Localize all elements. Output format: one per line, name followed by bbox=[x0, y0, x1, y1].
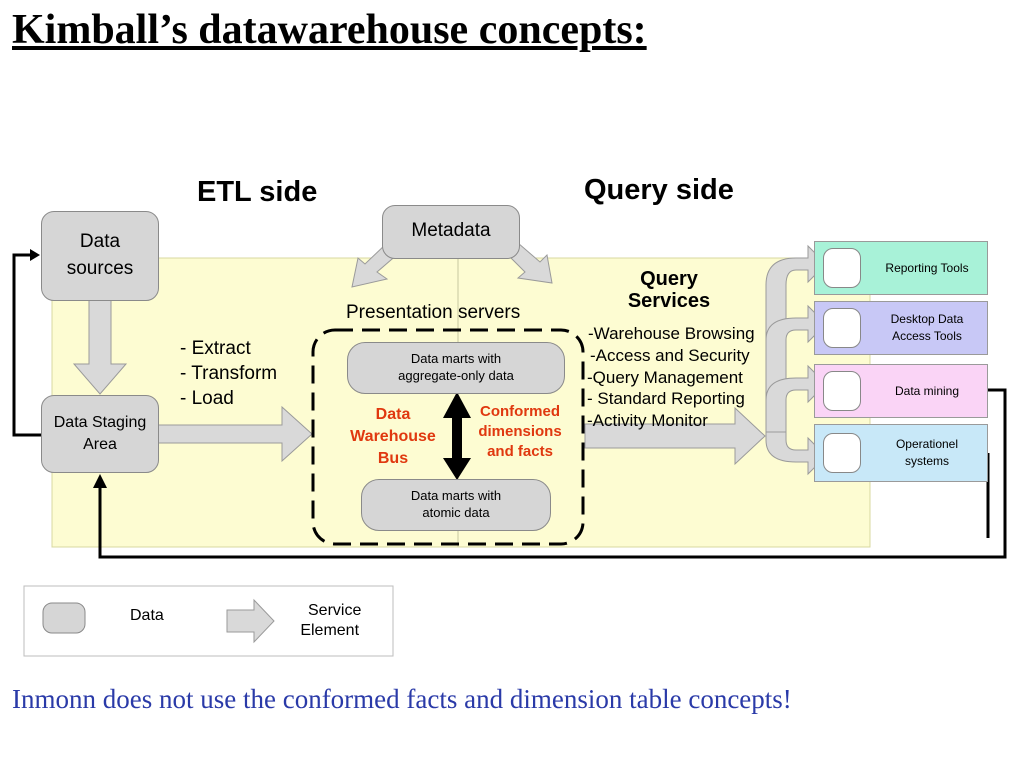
query-services-title: Query Services bbox=[606, 268, 732, 312]
tool-label-line: Operationel bbox=[895, 437, 959, 452]
tool-label-line: Data mining bbox=[894, 383, 960, 398]
tool-reporting-tools: Reporting Tools bbox=[814, 241, 988, 295]
legend-data-swatch bbox=[42, 602, 86, 634]
tool-label-line: Access Tools bbox=[892, 329, 962, 343]
tool-label: Data mining bbox=[871, 365, 983, 417]
presentation-dashed-box bbox=[311, 328, 585, 546]
tool-icon bbox=[823, 371, 861, 411]
query-services-title-line2: Services bbox=[627, 290, 711, 312]
query-service-item: - Standard Reporting bbox=[587, 389, 745, 409]
data-sources-label-line1: Data bbox=[79, 231, 121, 253]
marts-atomic-line1: Data marts with bbox=[410, 488, 502, 504]
tool-label: Operationel systems bbox=[871, 425, 983, 481]
tool-label: Reporting Tools bbox=[871, 242, 983, 294]
legend-data-label: Data bbox=[130, 607, 164, 624]
tool-desktop-data-access: Desktop Data Access Tools bbox=[814, 301, 988, 355]
query-service-item: -Query Management bbox=[587, 367, 743, 387]
page-title: Kimball’s datawarehouse concepts: bbox=[12, 7, 647, 53]
etl-step-load: - Load bbox=[180, 388, 234, 409]
legend-service-label: Service Element bbox=[298, 601, 361, 641]
conformed-label-line1: Conformed bbox=[480, 403, 560, 420]
footer-note: Inmonn does not use the conformed facts … bbox=[12, 684, 792, 714]
query-service-item: -Access and Security bbox=[590, 345, 750, 365]
marts-atomic-line2: atomic data bbox=[422, 505, 490, 520]
data-sources-box: Data sources bbox=[41, 211, 159, 301]
legend-arrow-swatch bbox=[226, 598, 275, 644]
data-sources-label-line2: sources bbox=[66, 258, 134, 279]
tool-label-line: systems bbox=[904, 454, 949, 468]
tool-label: Desktop Data Access Tools bbox=[871, 302, 983, 354]
bus-label-line1: Data bbox=[375, 406, 411, 423]
tool-label-line: Desktop Data bbox=[890, 312, 964, 327]
arrow-presentation-to-query bbox=[584, 406, 766, 466]
query-service-item: -Warehouse Browsing bbox=[588, 324, 755, 343]
presentation-servers-label: Presentation servers bbox=[346, 302, 521, 323]
etl-side-heading: ETL side bbox=[197, 176, 318, 208]
arrowhead-to-staging bbox=[93, 474, 107, 488]
arrowhead-to-sources bbox=[30, 249, 40, 261]
etl-steps: - Extract - Transform - Load bbox=[180, 336, 277, 411]
arrow-staging-to-presentation bbox=[157, 405, 313, 463]
query-services-title-line1: Query bbox=[640, 268, 698, 290]
marts-aggregate-box: Data marts with aggregate-only data bbox=[347, 342, 565, 394]
bus-label-line2: Warehouse bbox=[350, 428, 436, 445]
data-staging-label-line2: Area bbox=[83, 436, 117, 453]
marts-aggregate-line1: Data marts with bbox=[410, 351, 502, 367]
metadata-box: Metadata bbox=[382, 205, 520, 259]
legend-service-line2: Element bbox=[300, 622, 360, 639]
bus-double-arrow bbox=[443, 392, 471, 480]
data-staging-label-line1: Data Staging bbox=[53, 414, 147, 432]
tool-data-mining: Data mining bbox=[814, 364, 988, 418]
conformed-label-line3: and facts bbox=[487, 443, 553, 460]
metadata-label: Metadata bbox=[411, 220, 491, 241]
arrow-sources-to-staging bbox=[72, 299, 128, 395]
feedback-lines bbox=[12, 253, 1007, 559]
query-services-list: -Warehouse Browsing -Access and Security… bbox=[587, 323, 755, 432]
etl-step-extract: - Extract bbox=[180, 338, 251, 359]
bus-label-line3: Bus bbox=[377, 450, 409, 467]
bus-label: Data Warehouse Bus bbox=[338, 404, 448, 470]
marts-aggregate-line2: aggregate-only data bbox=[398, 368, 514, 383]
data-staging-box: Data Staging Area bbox=[41, 395, 159, 473]
etl-step-transform: - Transform bbox=[180, 363, 278, 384]
tool-icon bbox=[823, 308, 861, 348]
legend-service-line1: Service bbox=[308, 602, 362, 619]
query-side-heading: Query side bbox=[584, 174, 734, 206]
marts-atomic-box: Data marts with atomic data bbox=[361, 479, 551, 531]
tool-icon bbox=[823, 433, 861, 473]
tool-label-line: Reporting Tools bbox=[885, 260, 969, 275]
query-service-item: -Activity Monitor bbox=[587, 411, 708, 430]
conformed-label: Conformed dimensions and facts bbox=[468, 402, 572, 462]
tool-icon bbox=[823, 248, 861, 288]
conformed-label-line2: dimensions bbox=[478, 423, 562, 440]
tool-operational-systems: Operationel systems bbox=[814, 424, 988, 482]
